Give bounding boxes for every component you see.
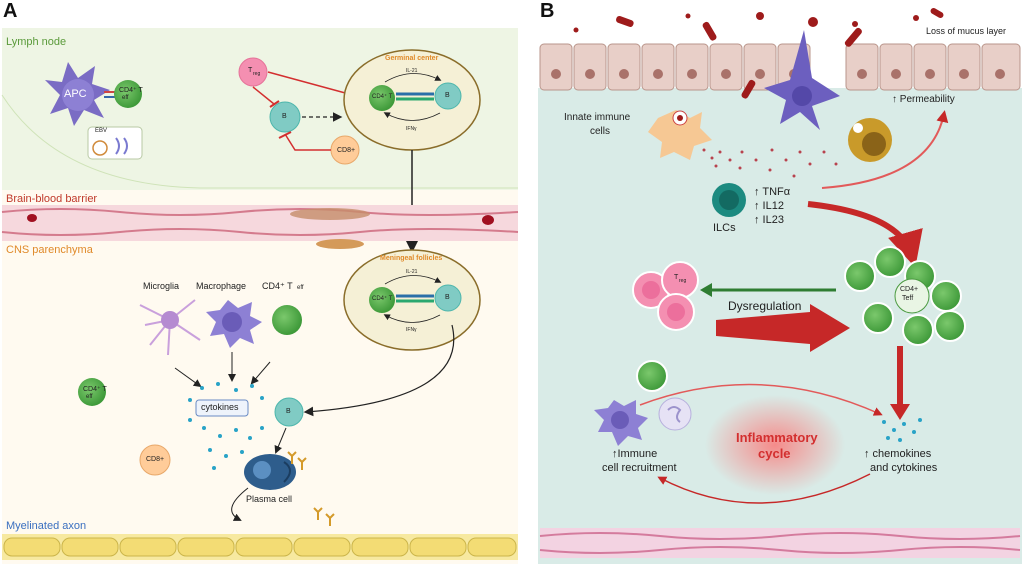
cd4-left-sub: eff bbox=[86, 394, 93, 400]
treg-cell bbox=[238, 57, 268, 87]
inflammatory-glow bbox=[705, 395, 845, 495]
cytokines-box bbox=[195, 399, 249, 417]
plasma-cell bbox=[244, 454, 296, 490]
cd4-teff-cell-lymph bbox=[114, 80, 142, 108]
gc-cd4-label: CD4⁺ T bbox=[372, 94, 393, 100]
axon-label: Myelinated axon bbox=[6, 520, 87, 532]
microglia-cell bbox=[139, 299, 201, 356]
cytokines-label: cytokines bbox=[201, 402, 239, 412]
cytokine-3: ↑ IL23 bbox=[754, 214, 784, 226]
dysregulation-arrow bbox=[716, 304, 850, 352]
innate-label-2: cells bbox=[590, 126, 611, 137]
cd8-cell-cns bbox=[139, 444, 171, 476]
cd4-cns-sub: eff bbox=[297, 285, 304, 291]
apc-label: APC bbox=[64, 88, 87, 100]
gc-il21: IL-21 bbox=[406, 68, 418, 74]
meningeal-title: Meningeal follicles bbox=[380, 255, 443, 262]
innate-label-1: Innate immune bbox=[564, 112, 631, 123]
gc-b-label: B bbox=[445, 92, 450, 99]
cd4-teff-cell-left bbox=[78, 378, 106, 406]
cd4-teff-cell-cns bbox=[272, 305, 302, 335]
panel-a-letter: A bbox=[3, 0, 18, 22]
cd8-lymph-label: CD8+ bbox=[337, 147, 356, 154]
cycle-label-1: Inflammatory bbox=[736, 430, 818, 445]
bacteria bbox=[573, 8, 944, 99]
innate-cell-left bbox=[648, 110, 712, 160]
germinal-center-title: Germinal center bbox=[385, 55, 439, 62]
hla-icon bbox=[115, 137, 128, 155]
recruit-macrophage bbox=[594, 400, 648, 446]
treg-sub: reg bbox=[253, 71, 261, 77]
ebv-label: EBV bbox=[95, 128, 108, 134]
treg-label: T bbox=[248, 67, 253, 74]
b-treg-label: T bbox=[674, 274, 679, 281]
plasma-cell-label: Plasma cell bbox=[246, 494, 293, 504]
bbb-label: Brain-blood barrier bbox=[6, 193, 98, 205]
recruit-neutrophil bbox=[658, 397, 692, 431]
innate-cell-right bbox=[848, 118, 892, 162]
cd4-teff-cluster bbox=[844, 246, 966, 346]
ilcs-label: ILCs bbox=[713, 222, 736, 234]
b-cd4-label-1: CD4+ bbox=[900, 286, 919, 293]
mf-ifng: IFNγ bbox=[406, 327, 417, 333]
cns-label: CNS parenchyma bbox=[6, 244, 93, 256]
gc-ifng: IFNγ bbox=[406, 126, 417, 132]
cd8-cns-label: CD8+ bbox=[146, 456, 165, 463]
b-cell-lymph bbox=[269, 101, 301, 133]
chemo-label-1: ↑ chemokines bbox=[864, 448, 932, 460]
b-cell-lymph-label: B bbox=[282, 113, 287, 120]
cytokine-2: ↑ IL12 bbox=[754, 200, 784, 212]
dendritic-cell bbox=[764, 30, 840, 130]
panel-b-letter: B bbox=[540, 0, 555, 22]
permeability-label: ↑ Permeability bbox=[892, 94, 955, 105]
cd4-cns-label: CD4⁺ T bbox=[262, 281, 293, 291]
b-cns-label: B bbox=[286, 408, 291, 415]
b-cell-cns bbox=[274, 397, 304, 427]
mf-cd4-label: CD4⁺ T bbox=[372, 296, 393, 302]
signal-dots bbox=[702, 148, 838, 178]
dysregulation-label: Dysregulation bbox=[728, 299, 802, 313]
recruit-cd4-cell bbox=[636, 360, 668, 392]
cd4-teff-lymph-label: CD4⁺ T bbox=[119, 87, 143, 94]
mucus-label: Loss of mucus layer bbox=[926, 26, 1007, 36]
b-treg-sub: reg bbox=[679, 278, 687, 284]
antibodies bbox=[287, 451, 335, 526]
cd4-teff-lymph-sub: eff bbox=[122, 95, 129, 101]
treg-cluster bbox=[632, 261, 699, 331]
mf-b-label: B bbox=[445, 294, 450, 301]
macrophage-cell bbox=[206, 300, 262, 348]
macrophage-label: Macrophage bbox=[196, 281, 247, 291]
cd4-left-label: CD4⁺ T bbox=[83, 386, 107, 393]
recruit-label-2: cell recruitment bbox=[602, 462, 677, 474]
panel-a bbox=[1, 28, 519, 564]
apc-cell bbox=[45, 62, 110, 126]
microglia-label: Microglia bbox=[143, 281, 180, 291]
mf-il21: IL-21 bbox=[406, 269, 418, 275]
cytokine-1: ↑ TNFα bbox=[754, 186, 791, 198]
cytokine-dots bbox=[188, 382, 264, 470]
b-cd4-label-2: Teff bbox=[902, 295, 914, 302]
ebv-box bbox=[87, 126, 143, 160]
lymph-node-label: Lymph node bbox=[6, 36, 67, 48]
chemo-label-2: and cytokines bbox=[870, 462, 938, 474]
chemokine-dots bbox=[882, 418, 922, 442]
ebv-virus-icon bbox=[92, 140, 108, 156]
panel-b bbox=[538, 8, 1022, 564]
recruit-label-1: ↑Immune bbox=[612, 448, 658, 460]
cycle-label-2: cycle bbox=[758, 446, 791, 461]
